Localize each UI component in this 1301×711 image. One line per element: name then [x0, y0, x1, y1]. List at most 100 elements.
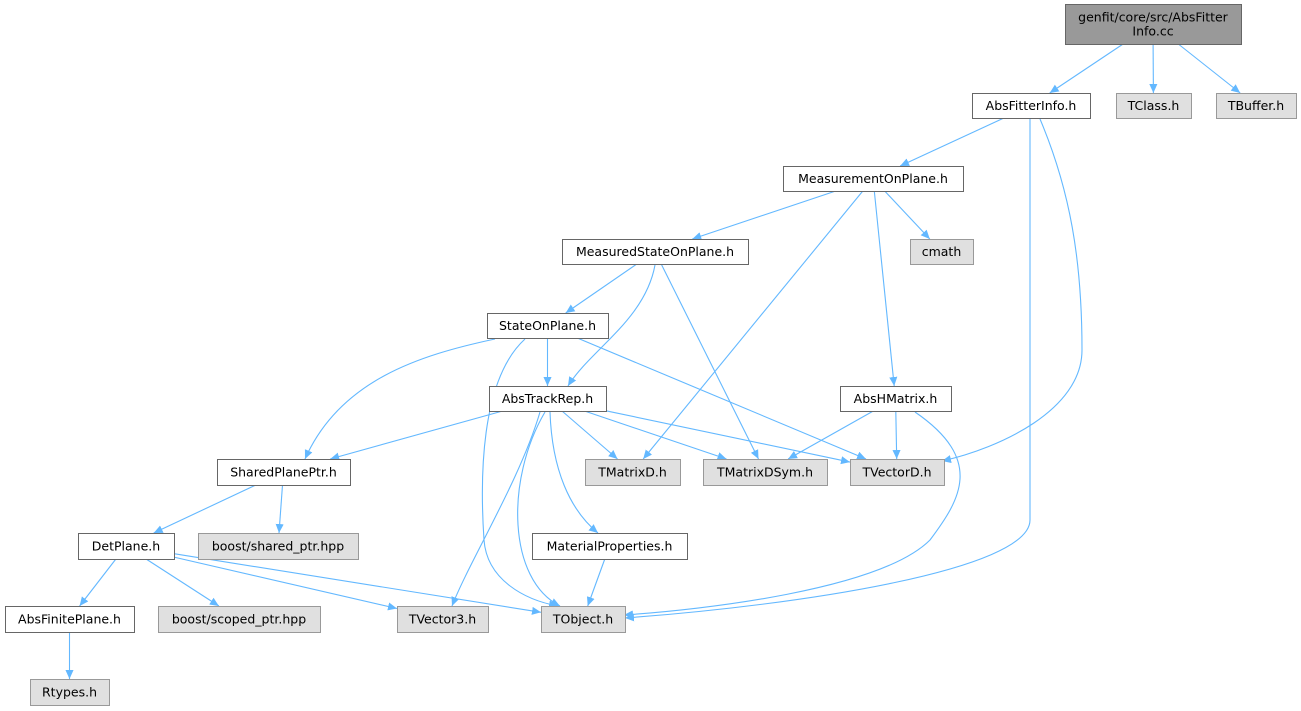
node-materialproperties[interactable]: MaterialProperties.h [532, 533, 688, 560]
node-box-tobject [541, 606, 626, 633]
node-box-tvectord [850, 459, 945, 486]
node-measuredstateonplane[interactable]: MeasuredStateOnPlane.h [562, 239, 749, 265]
node-boostscoped[interactable]: boost/scoped_ptr.hpp [158, 606, 321, 633]
node-label-absfitterinfo: AbsFitterInfo.h [986, 98, 1077, 113]
node-abstrackrep[interactable]: AbsTrackRep.h [489, 386, 607, 412]
node-box-boostshared [198, 533, 359, 560]
node-label-rtypes: Rtypes.h [42, 685, 97, 700]
edge-absfitterinfo-to-tvectord [941, 118, 1083, 463]
edge-measurementonplane-to-measuredstateonplane [692, 190, 836, 240]
node-box-tclass [1116, 93, 1192, 119]
node-label-tbuffer: TBuffer.h [1227, 98, 1284, 113]
node-box-tmatrixd [585, 459, 681, 486]
node-measurementonplane[interactable]: MeasurementOnPlane.h [783, 166, 964, 192]
node-box-detplane [78, 533, 175, 560]
node-box-tbuffer [1216, 93, 1297, 119]
edge-stateonplane-to-sharedplaneptr [304, 338, 496, 460]
edge-abstrackrep-to-tvector3 [451, 411, 541, 607]
node-label-detplane: DetPlane.h [92, 539, 160, 554]
node-detplane[interactable]: DetPlane.h [78, 533, 175, 560]
node-label-materialproperties: MaterialProperties.h [547, 539, 673, 554]
node-box-materialproperties [532, 533, 688, 560]
node-box-absfiniteplane [5, 606, 135, 633]
node-sharedplaneptr[interactable]: SharedPlanePtr.h [217, 459, 351, 486]
node-rtypes[interactable]: Rtypes.h [30, 679, 110, 706]
node-boostshared[interactable]: boost/shared_ptr.hpp [198, 533, 359, 560]
nodes-layer: genfit/core/src/AbsFitterInfo.ccAbsFitte… [5, 4, 1297, 706]
node-label-tclass: TClass.h [1127, 98, 1180, 113]
node-label-root-line-2: Info.cc [1132, 24, 1173, 39]
node-box-cmath [910, 239, 974, 265]
edge-measurementonplane-to-abshmatrix [873, 190, 898, 387]
node-label-tmatrixd: TMatrixD.h [597, 465, 667, 480]
edge-root-to-absfitterinfo [1049, 43, 1124, 94]
node-box-abstrackrep [489, 386, 607, 412]
node-box-sharedplaneptr [217, 459, 351, 486]
node-label-tvectord: TVectorD.h [862, 465, 932, 480]
edge-root-to-tbuffer [1177, 43, 1241, 94]
node-label-tvector3: TVector3.h [408, 612, 476, 627]
node-box-stateonplane [487, 313, 609, 339]
edge-detplane-to-tobject [173, 553, 542, 615]
node-tbuffer[interactable]: TBuffer.h [1216, 93, 1297, 119]
node-tvector3[interactable]: TVector3.h [397, 606, 489, 633]
edge-stateonplane-to-tvectord [577, 337, 867, 460]
edge-detplane-to-boostscoped [145, 558, 220, 607]
node-box-measurementonplane [783, 166, 964, 192]
node-stateonplane[interactable]: StateOnPlane.h [487, 313, 609, 339]
edge-abshmatrix-to-tobject [623, 411, 961, 619]
node-tobject[interactable]: TObject.h [541, 606, 626, 633]
edge-measurementonplane-to-cmath [884, 190, 931, 240]
node-label-cmath: cmath [922, 244, 962, 259]
node-label-absfiniteplane: AbsFinitePlane.h [18, 612, 121, 627]
node-label-sharedplaneptr: SharedPlanePtr.h [230, 465, 337, 480]
node-box-rtypes [30, 679, 110, 706]
node-label-abstrackrep: AbsTrackRep.h [502, 391, 593, 406]
node-cmath[interactable]: cmath [910, 239, 974, 265]
node-tclass[interactable]: TClass.h [1116, 93, 1192, 119]
node-abshmatrix[interactable]: AbsHMatrix.h [840, 386, 952, 412]
edge-materialproperties-to-tobject [586, 558, 606, 607]
edge-abshmatrix-to-tvectord [892, 410, 901, 460]
node-root: genfit/core/src/AbsFitterInfo.cc [1065, 4, 1242, 45]
node-tvectord[interactable]: TVectorD.h [850, 459, 945, 486]
node-label-root-line-1: genfit/core/src/AbsFitter [1078, 10, 1229, 25]
edge-abstrackrep-to-tmatrixd [561, 410, 618, 460]
node-label-boostshared: boost/shared_ptr.hpp [212, 539, 344, 554]
node-label-tobject: TObject.h [552, 612, 613, 627]
edge-abshmatrix-to-tmatrixdsym [787, 410, 874, 460]
edge-measurementonplane-to-tmatrixd [642, 190, 864, 460]
node-label-measurementonplane: MeasurementOnPlane.h [798, 171, 948, 186]
edge-measuredstateonplane-to-stateonplane [565, 263, 638, 314]
edge-absfitterinfo-to-measurementonplane [899, 117, 1005, 167]
edge-detplane-to-absfiniteplane [79, 558, 117, 607]
node-box-root [1065, 4, 1242, 45]
edge-detplane-to-tvector3 [173, 556, 398, 611]
node-absfiniteplane[interactable]: AbsFinitePlane.h [5, 606, 135, 633]
node-label-stateonplane: StateOnPlane.h [499, 318, 596, 333]
node-box-tvector3 [397, 606, 489, 633]
node-label-tmatrixdsym: TMatrixDSym.h [716, 465, 813, 480]
node-label-boostscoped: boost/scoped_ptr.hpp [172, 612, 306, 627]
edges-layer [65, 43, 1241, 679]
node-label-measuredstateonplane: MeasuredStateOnPlane.h [576, 244, 734, 259]
node-tmatrixd[interactable]: TMatrixD.h [585, 459, 681, 486]
edge-absfitterinfo-to-tobject [624, 119, 1031, 622]
node-box-absfitterinfo [972, 93, 1091, 119]
node-tmatrixdsym[interactable]: TMatrixDSym.h [703, 459, 828, 486]
node-box-tmatrixdsym [703, 459, 828, 486]
edge-abstrackrep-to-tvectord [605, 410, 851, 465]
node-box-boostscoped [158, 606, 321, 633]
edge-measuredstateonplane-to-tmatrixdsym [660, 263, 759, 460]
edge-measuredstateonplane-to-abstrackrep [567, 264, 656, 387]
edge-abstrackrep-to-sharedplaneptr [330, 410, 503, 461]
edge-abstrackrep-to-tmatrixdsym [584, 410, 727, 460]
edge-sharedplaneptr-to-detplane [153, 484, 257, 534]
edge-sharedplaneptr-to-boostshared [275, 484, 284, 534]
edge-abstrackrep-to-materialproperties [549, 411, 599, 534]
node-box-abshmatrix [840, 386, 952, 412]
edge-stateonplane-to-tobject [481, 338, 559, 609]
node-label-abshmatrix: AbsHMatrix.h [854, 391, 938, 406]
node-absfitterinfo[interactable]: AbsFitterInfo.h [972, 93, 1091, 119]
